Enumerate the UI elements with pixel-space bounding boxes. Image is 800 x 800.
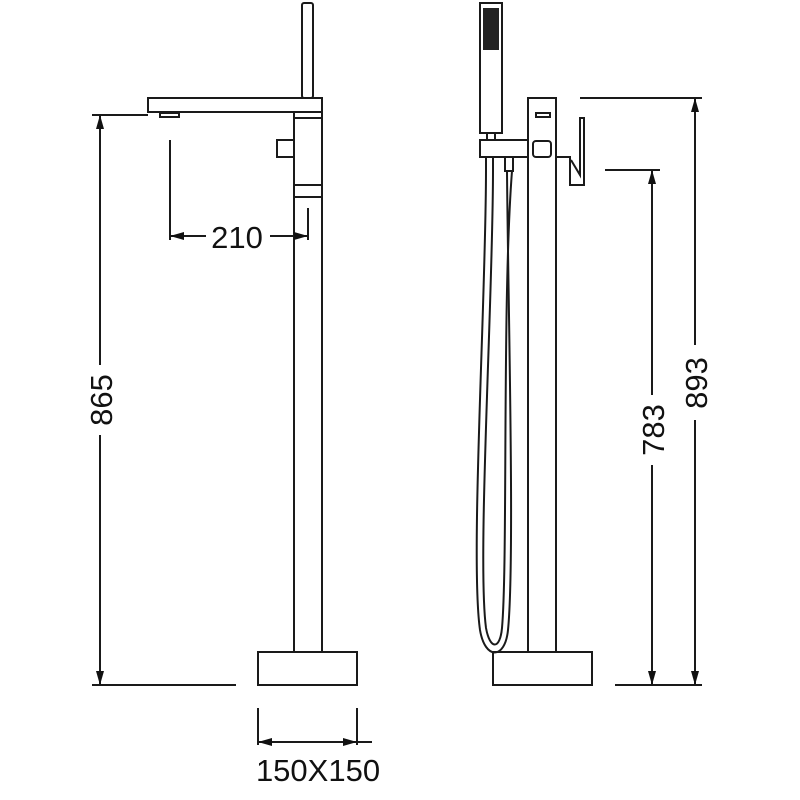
aerator — [159, 112, 180, 118]
spout — [147, 97, 323, 113]
dim-label-783: 783 — [636, 404, 671, 456]
dim-label-base: 150X150 — [256, 753, 380, 788]
base-plate — [492, 651, 593, 686]
dim-label-893: 893 — [679, 357, 714, 409]
dim-label-210: 210 — [211, 220, 263, 255]
base-plate — [257, 651, 358, 686]
hand-shower-side — [301, 2, 314, 99]
dimensions — [92, 97, 702, 746]
left-view — [147, 2, 358, 686]
diverter-button — [532, 140, 552, 158]
holder-bracket — [479, 139, 529, 158]
diverter-button — [276, 139, 295, 158]
mixer-column — [527, 97, 557, 653]
shower-head-grid — [483, 8, 499, 50]
right-view — [475, 2, 593, 686]
dim-label-865: 865 — [84, 374, 119, 426]
lever-handle — [556, 117, 585, 186]
hose-inner — [482, 157, 513, 646]
